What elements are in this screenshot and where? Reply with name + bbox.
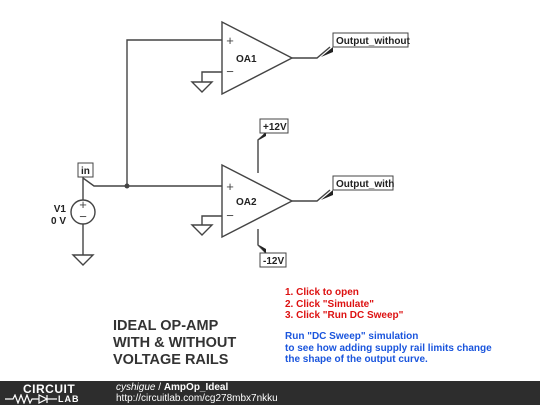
- net-text-output-without: Output_without: [336, 36, 411, 47]
- net-text-neg-rail: -12V: [263, 256, 284, 267]
- voltage-source-v1[interactable]: [70, 199, 96, 225]
- logo-text-lab: LAB: [58, 394, 80, 404]
- wire-oa2-output: [292, 189, 331, 202]
- source-value-label: 0 V: [51, 216, 66, 227]
- circuit-schematic[interactable]: + − V1 0 V + − OA1 + − OA2 Output_withou…: [0, 0, 540, 381]
- opamp-oa1[interactable]: [221, 20, 294, 96]
- opamp-oa2[interactable]: [221, 163, 294, 239]
- simulation-note: Run "DC Sweep" simulation to see how add…: [285, 331, 492, 366]
- source-name-label: V1: [54, 204, 67, 215]
- step-1-link[interactable]: 1. Click to open: [285, 287, 359, 298]
- neg-rail-flag-wedge: [259, 245, 266, 254]
- note-line-1: Run "DC Sweep" simulation: [285, 331, 419, 342]
- title-line-3: VOLTAGE RAILS: [113, 352, 229, 368]
- oa1-minus-sign: −: [226, 64, 234, 79]
- source-minus-sign: −: [79, 209, 87, 224]
- oa1-label: OA1: [236, 54, 257, 65]
- net-text-in: in: [81, 166, 90, 177]
- project-url-link[interactable]: http://circuitlab.com/cg278mbx7nkku: [116, 393, 278, 404]
- step-3-text: 3. Click "Run DC Sweep": [285, 310, 404, 321]
- logo-text-circuit: CIRCUIT: [23, 382, 76, 396]
- note-line-3: the shape of the output curve.: [285, 354, 428, 365]
- credit-separator: /: [155, 382, 164, 393]
- oa2-minus-sign: −: [226, 208, 234, 223]
- wire-oa2-minus: [201, 215, 222, 225]
- circuitlab-logo[interactable]: CIRCUIT LAB: [5, 382, 95, 404]
- net-label-in[interactable]: [77, 162, 94, 178]
- resistor-diode-icon: [5, 394, 57, 404]
- output-without-flag-wedge: [321, 47, 333, 57]
- footer-bar: CIRCUIT LAB cyshigue / AmpOp_Ideal http:…: [0, 381, 540, 405]
- net-label-output-without[interactable]: [332, 32, 409, 48]
- ground-symbol-source: [71, 254, 95, 266]
- wire-oa1-output: [292, 46, 331, 59]
- title-line-2: WITH & WITHOUT: [113, 335, 237, 351]
- source-plus-sign: +: [79, 197, 87, 212]
- author-name: cyshigue: [116, 382, 156, 393]
- wire-junction-to-oa1: [126, 39, 222, 186]
- net-text-pos-rail: +12V: [263, 122, 287, 133]
- net-label-output-with[interactable]: [332, 175, 394, 191]
- wire-pos-rail: [257, 132, 267, 173]
- output-with-flag-wedge: [321, 190, 333, 200]
- oa1-plus-sign: +: [226, 33, 234, 48]
- ground-symbol-oa1: [190, 81, 214, 93]
- net-label-neg-rail[interactable]: [259, 252, 287, 268]
- net-label-pos-rail[interactable]: [259, 118, 289, 134]
- oa2-label: OA2: [236, 197, 257, 208]
- wires: [82, 39, 331, 255]
- project-name: AmpOp_Ideal: [163, 382, 229, 393]
- wire-oa1-minus: [201, 71, 222, 82]
- circuit-title: IDEAL OP-AMP WITH & WITHOUT VOLTAGE RAIL…: [113, 318, 236, 369]
- instruction-steps: 1. Click to open 2. Click "Simulate" 3. …: [285, 287, 403, 322]
- step-2-text: 2. Click "Simulate": [285, 298, 374, 310]
- ground-symbol-oa2: [190, 224, 214, 236]
- note-line-2: to see how adding supply rail limits cha…: [285, 342, 492, 354]
- oa2-plus-sign: +: [226, 179, 234, 194]
- wire-in-to-junction: [82, 176, 222, 187]
- title-line-1: IDEAL OP-AMP: [113, 318, 219, 334]
- net-text-output-with: Output_with: [336, 179, 394, 190]
- junction-dot: [124, 183, 130, 189]
- footer-credit: cyshigue / AmpOp_Ideal: [116, 382, 228, 393]
